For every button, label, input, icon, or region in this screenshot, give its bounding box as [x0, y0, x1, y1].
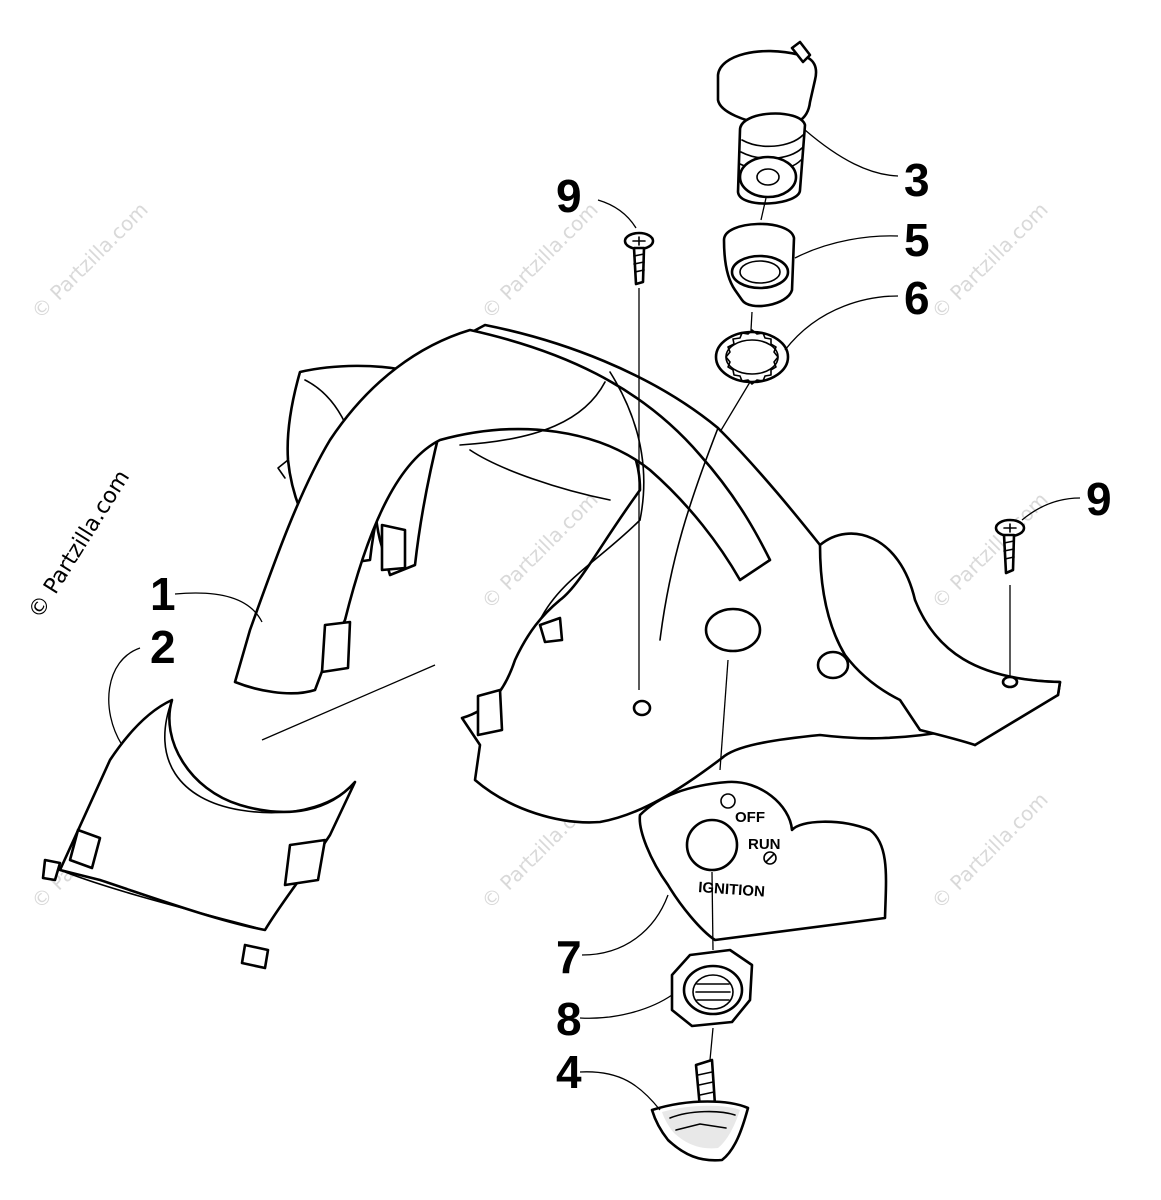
- small-hole: [816, 650, 850, 680]
- callout-labels: 1 2 3 4 5 6 7 8 9 9: [150, 154, 1112, 1098]
- screw-hole-left: [632, 699, 652, 717]
- leader-2: [108, 647, 141, 746]
- ignition-switch: [716, 40, 899, 205]
- callout-1: 1: [150, 568, 176, 620]
- callout-2: 2: [150, 621, 176, 673]
- leader-1: [174, 592, 263, 623]
- ignition-plate: OFF RUN IGNITION: [581, 659, 888, 956]
- watermark-3: © Partzilla.com: [927, 197, 1053, 323]
- key: [579, 1058, 750, 1162]
- watermark-1: © Partzilla.com: [27, 197, 153, 323]
- console-cover: [233, 323, 1062, 824]
- callout-5: 5: [904, 214, 930, 266]
- plate-label-run: RUN: [748, 836, 781, 853]
- side-watermark: © Partzilla.com: [24, 466, 135, 623]
- watermark-2: © Partzilla.com: [477, 197, 603, 323]
- switch-sleeve: [722, 197, 899, 308]
- screw-hole-right: [1001, 675, 1019, 689]
- callout-6: 6: [904, 272, 930, 324]
- plate-dot-run: [763, 851, 777, 865]
- plate-label-ignition: IGNITION: [698, 879, 766, 901]
- callout-3: 3: [904, 154, 930, 206]
- plate-label-off: OFF: [735, 809, 765, 826]
- callout-8: 8: [556, 993, 582, 1045]
- watermark-8: © Partzilla.com: [927, 787, 1053, 913]
- callout-7: 7: [556, 931, 582, 983]
- switch-nut: [579, 948, 754, 1061]
- callout-4: 4: [556, 1046, 582, 1098]
- lower-cover: [41, 698, 357, 970]
- watermark-5: © Partzilla.com: [927, 487, 1053, 613]
- callout-9-right: 9: [1086, 473, 1112, 525]
- screw-right: [994, 497, 1081, 676]
- switch-hole: [704, 607, 762, 653]
- lock-washer: [714, 295, 899, 433]
- plate-key-hole: [685, 818, 739, 872]
- screw-left: [597, 199, 655, 690]
- plate-dot-off: [720, 793, 736, 809]
- callout-9-left: 9: [556, 170, 582, 222]
